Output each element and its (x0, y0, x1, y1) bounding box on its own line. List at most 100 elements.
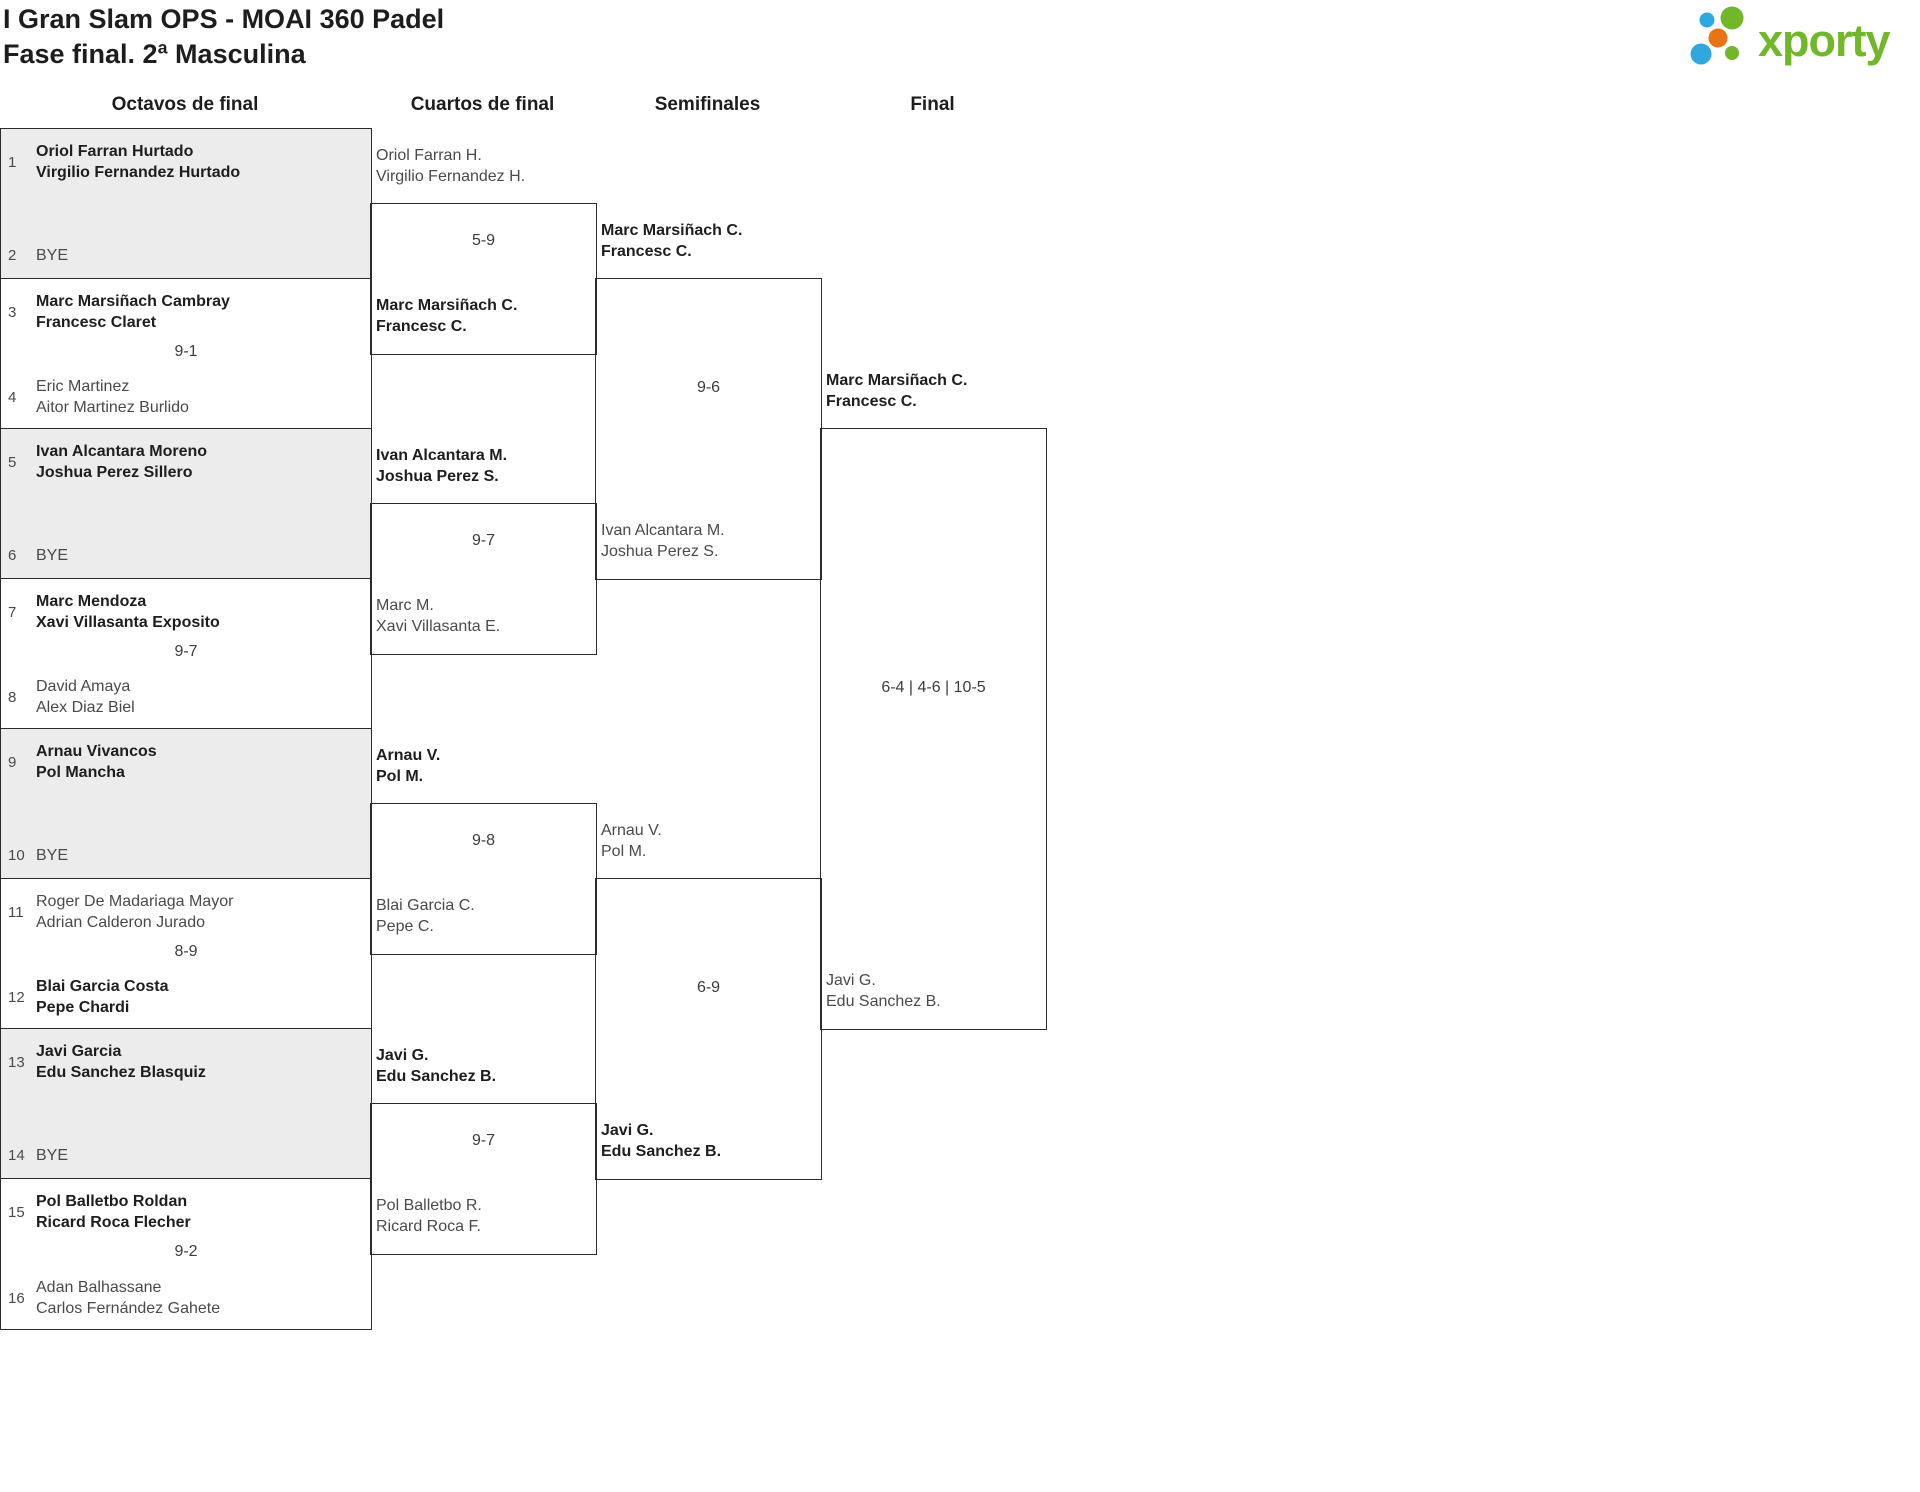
match-score: 6-9 (696, 979, 721, 996)
player-name: Francesc C. (376, 318, 467, 335)
round-of-16-column: 1 Oriol Farran Hurtado Virgilio Fernande… (0, 128, 372, 1330)
player-name: Ivan Alcantara Moreno (36, 443, 208, 460)
player-name: Eric Martinez (36, 378, 130, 395)
player-name: David Amaya (36, 678, 131, 695)
sf-match-1: 9-6 (595, 278, 822, 580)
r16-match-5: 9 Arnau Vivancos Pol Mancha 10 BYE (1, 729, 371, 879)
round-header-cuartos: Cuartos de final (410, 94, 555, 115)
qf3-top-team: Arnau V. Pol M. (376, 745, 595, 787)
player-name: Arnau Vivancos (36, 743, 157, 760)
team-name: Marc Marsiñach Cambray Francesc Claret (36, 291, 230, 333)
seed-number: 13 (8, 1053, 25, 1071)
player-name: Aitor Martinez Burlido (36, 399, 189, 416)
seed-number: 9 (8, 753, 17, 771)
r16-match-6: 11 Roger De Madariaga Mayor Adrian Calde… (1, 879, 371, 1029)
player-name: Oriol Farran Hurtado (36, 143, 194, 160)
bye-label: BYE (36, 247, 69, 264)
seed-number: 3 (8, 303, 17, 321)
round-header-final: Final (910, 94, 955, 115)
sf2-bottom-team: Javi G. Edu Sanchez B. (601, 1120, 820, 1162)
team-name: Oriol Farran Hurtado Virgilio Fernandez … (36, 141, 240, 183)
seed-number: 8 (8, 688, 17, 706)
player-name: Joshua Perez S. (376, 468, 499, 485)
r16-entry-12: 12 Blai Garcia Costa Pepe Chardi (8, 976, 367, 1018)
match-score: 9-2 (174, 1243, 198, 1260)
player-name: Xavi Villasanta Exposito (36, 614, 220, 631)
player-name: Edu Sanchez B. (826, 993, 941, 1010)
player-name: Carlos Fernández Gahete (36, 1300, 221, 1317)
r16-entry-16: 16 Adan Balhassane Carlos Fernández Gahe… (8, 1277, 367, 1319)
player-name: Marc Marsiñach C. (376, 297, 518, 314)
seed-number: 5 (8, 453, 17, 471)
player-name: Pol Mancha (36, 764, 125, 781)
match-score: 9-7 (174, 643, 198, 660)
player-name: Javi G. (601, 1122, 654, 1139)
player-name: Edu Sanchez B. (601, 1143, 722, 1160)
player-name: Ricard Roca F. (376, 1218, 481, 1235)
player-name: Francesc C. (826, 393, 917, 410)
player-name: Marc Marsiñach C. (601, 222, 743, 239)
player-name: Marc Marsiñach C. (826, 372, 968, 389)
qf-match-3: 9-8 (370, 803, 597, 955)
seed-number: 15 (8, 1203, 25, 1221)
player-name: Francesc Claret (36, 314, 157, 331)
player-name: Edu Sanchez B. (376, 1068, 497, 1085)
player-name: Pol Balletbo Roldan (36, 1193, 188, 1210)
r16-entry-13: 13 Javi Garcia Edu Sanchez Blasquiz (8, 1041, 367, 1083)
player-name: Javi G. (826, 972, 876, 989)
qf2-bottom-team: Marc M. Xavi Villasanta E. (376, 595, 595, 637)
team-name: David Amaya Alex Diaz Biel (36, 676, 135, 718)
r16-entry-11: 11 Roger De Madariaga Mayor Adrian Calde… (8, 891, 367, 933)
xporty-logo-text: xporty (1758, 15, 1891, 66)
r16-entry-1: 1 Oriol Farran Hurtado Virgilio Fernande… (8, 141, 367, 183)
player-name: Blai Garcia Costa (36, 978, 169, 995)
r16-match-1: 1 Oriol Farran Hurtado Virgilio Fernande… (1, 129, 371, 279)
sf2-top-team: Arnau V. Pol M. (601, 820, 820, 862)
r16-entry-7: 7 Marc Mendoza Xavi Villasanta Exposito (8, 591, 367, 633)
bye-label: BYE (36, 547, 69, 564)
match-score: 9-1 (174, 343, 198, 360)
round-header-semifinales: Semifinales (654, 94, 761, 115)
player-name: Ricard Roca Flecher (36, 1214, 191, 1231)
r16-match-7: 13 Javi Garcia Edu Sanchez Blasquiz 14 B… (1, 1029, 371, 1179)
match-score: 6-4 | 4-6 | 10-5 (881, 679, 986, 696)
player-name: Javi G. (376, 1047, 429, 1064)
player-name: Blai Garcia C. (376, 897, 475, 914)
player-name: Pepe Chardi (36, 999, 130, 1016)
r16-entry-8: 8 David Amaya Alex Diaz Biel (8, 676, 367, 718)
r16-entry-15: 15 Pol Balletbo Roldan Ricard Roca Flech… (8, 1191, 367, 1233)
qf3-bottom-team: Blai Garcia C. Pepe C. (376, 895, 595, 937)
player-name: Javi Garcia (36, 1043, 122, 1060)
seed-number: 10 (8, 847, 25, 864)
player-name: Virgilio Fernandez H. (376, 168, 526, 185)
qf1-bottom-team: Marc Marsiñach C. Francesc C. (376, 295, 595, 337)
player-name: Ivan Alcantara M. (376, 447, 508, 464)
team-name: BYE (36, 1145, 68, 1166)
team-name: Adan Balhassane Carlos Fernández Gahete (36, 1277, 220, 1319)
sf1-top-team: Marc Marsiñach C. Francesc C. (601, 220, 820, 262)
r16-entry-9: 9 Arnau Vivancos Pol Mancha (8, 741, 367, 783)
seed-number: 1 (8, 153, 17, 171)
seed-number: 11 (8, 903, 24, 921)
team-name: Javi Garcia Edu Sanchez Blasquiz (36, 1041, 206, 1083)
qf4-bottom-team: Pol Balletbo R. Ricard Roca F. (376, 1195, 595, 1237)
player-name: Roger De Madariaga Mayor (36, 893, 234, 910)
player-name: Pol Balletbo R. (376, 1197, 482, 1214)
team-name: Arnau Vivancos Pol Mancha (36, 741, 157, 783)
final-match: 6-4 | 4-6 | 10-5 (820, 428, 1047, 1030)
player-name: Arnau V. (376, 747, 441, 764)
r16-entry-5: 5 Ivan Alcantara Moreno Joshua Perez Sil… (8, 441, 367, 483)
match-score: 9-6 (696, 379, 721, 396)
qf4-top-team: Javi G. Edu Sanchez B. (376, 1045, 595, 1087)
player-name: Arnau V. (601, 822, 662, 839)
final-top-team: Marc Marsiñach C. Francesc C. (826, 370, 1045, 412)
phase-name: Fase final. 2ª Masculina (3, 39, 306, 69)
player-name: Marc Mendoza (36, 593, 147, 610)
seed-number: 4 (8, 388, 17, 406)
seed-number: 2 (8, 247, 17, 264)
bye-label: BYE (36, 847, 69, 864)
tournament-name: I Gran Slam OPS - MOAI 360 Padel (3, 4, 445, 34)
player-name: Alex Diaz Biel (36, 699, 135, 716)
team-name: Roger De Madariaga Mayor Adrian Calderon… (36, 891, 233, 933)
team-name: Eric Martinez Aitor Martinez Burlido (36, 376, 189, 418)
